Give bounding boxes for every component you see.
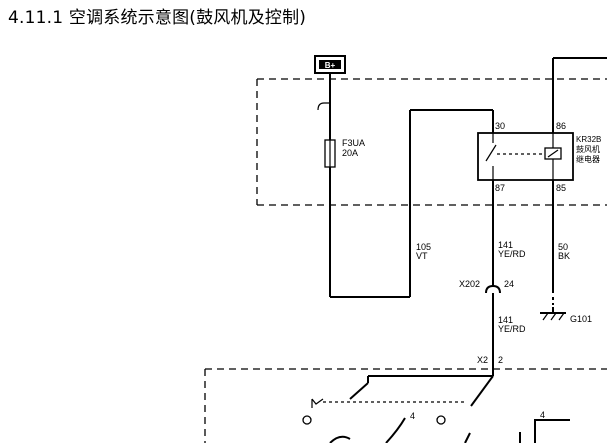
wire-105-color: VT — [416, 251, 428, 261]
relay-name-line2: 继电器 — [576, 154, 600, 164]
switch-position-a: 4 — [410, 411, 415, 421]
connector-break-icon — [317, 102, 330, 111]
wire-105-number: 105 — [416, 242, 431, 252]
page-title: 4.11.1 空调系统示意图(鼓风机及控制) — [8, 8, 307, 28]
ground-icon — [540, 312, 566, 321]
wire-50-number: 50 — [558, 242, 568, 252]
relay-pin-85: 85 — [556, 183, 566, 193]
wire-141-number-a: 141 — [498, 240, 513, 250]
fuse-f3ua — [324, 139, 336, 168]
relay-pin-86: 86 — [556, 121, 566, 131]
battery-label: B+ — [325, 61, 336, 70]
relay-code-label: KR32B — [576, 135, 601, 144]
connector-x202 — [485, 284, 501, 369]
wire-105 — [329, 73, 494, 298]
connector-x2-label: X2 — [477, 355, 488, 365]
control-module-boundary — [204, 368, 607, 443]
fuse-block-boundary — [256, 78, 607, 206]
relay-pin-87: 87 — [495, 183, 505, 193]
connector-x202-label: X202 — [459, 279, 480, 289]
ground-label: G101 — [570, 314, 592, 324]
switch-position-b: 4 — [540, 410, 545, 420]
battery-terminal: B+ — [314, 55, 346, 74]
wire-relay-86-feed — [552, 57, 607, 133]
wire-141-color-b: YE/RD — [498, 324, 526, 334]
wire-50-color: BK — [558, 251, 570, 261]
fuse-rating-label: 20A — [342, 148, 358, 158]
relay-kr32b — [477, 132, 574, 181]
connector-x202-pin: 24 — [504, 279, 514, 289]
fuse-name-label: F3UA — [342, 138, 365, 148]
relay-pin-30: 30 — [495, 121, 505, 131]
wire-141-number-b: 141 — [498, 315, 513, 325]
blower-switch — [302, 369, 570, 443]
connector-x2-pin: 2 — [498, 355, 503, 365]
wire-141-color-a: YE/RD — [498, 249, 526, 259]
relay-name-line1: 鼓风机 — [576, 144, 600, 154]
